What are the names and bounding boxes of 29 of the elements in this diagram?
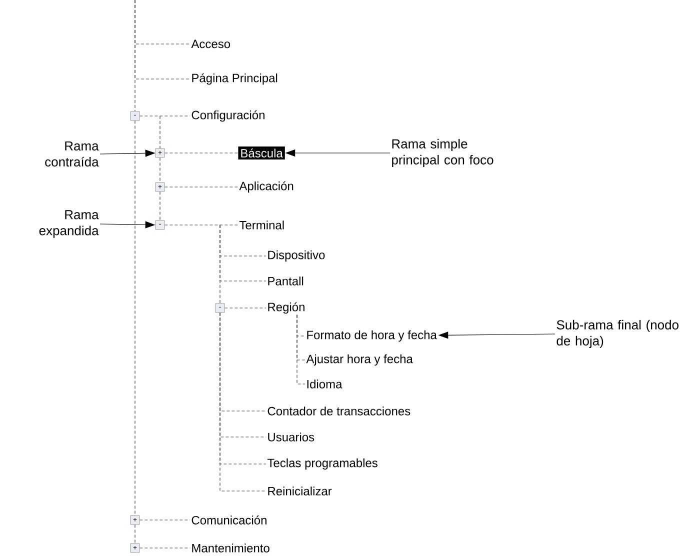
tree-line (220, 312, 266, 492)
tree-line (164, 186, 238, 188)
menu-item: Dispositivo (268, 250, 325, 262)
menu-item: Ajustar hora y fecha (306, 354, 413, 366)
menu-item: Terminal (239, 220, 284, 230)
menu-item: Reinicializar (268, 486, 332, 496)
tree-line (134, 524, 136, 544)
menu-item: Configuración (192, 110, 264, 122)
menu-item: Usuarios (268, 432, 314, 442)
menu-item: Idioma (307, 380, 342, 388)
tree-line (134, 0, 136, 112)
menu-item: Pantall (268, 276, 304, 286)
tree-line (164, 224, 238, 226)
tree-line (164, 152, 238, 154)
annotation: Sub-rama final (nodo de hoja) (556, 320, 678, 348)
annotation: Rama simple principal con foco (392, 138, 494, 168)
annotation: Rama contraída (45, 141, 99, 167)
menu-item: Contador de transacciones (268, 406, 410, 416)
menu-item: Aplicación (239, 181, 294, 193)
menu-item: Página Principal (192, 73, 278, 85)
menu-item: Formato de hora y fecha (307, 330, 437, 342)
tree-line (296, 314, 306, 384)
annotation: Rama expandida (39, 210, 99, 238)
menu-item: Teclas programables (267, 458, 378, 470)
menu-item: Comunicación (192, 516, 266, 524)
tree-line (134, 120, 136, 516)
menu-item: Región (268, 302, 304, 314)
menu-item: Acceso (191, 40, 230, 48)
menu-item: Mantenimiento (192, 544, 270, 552)
